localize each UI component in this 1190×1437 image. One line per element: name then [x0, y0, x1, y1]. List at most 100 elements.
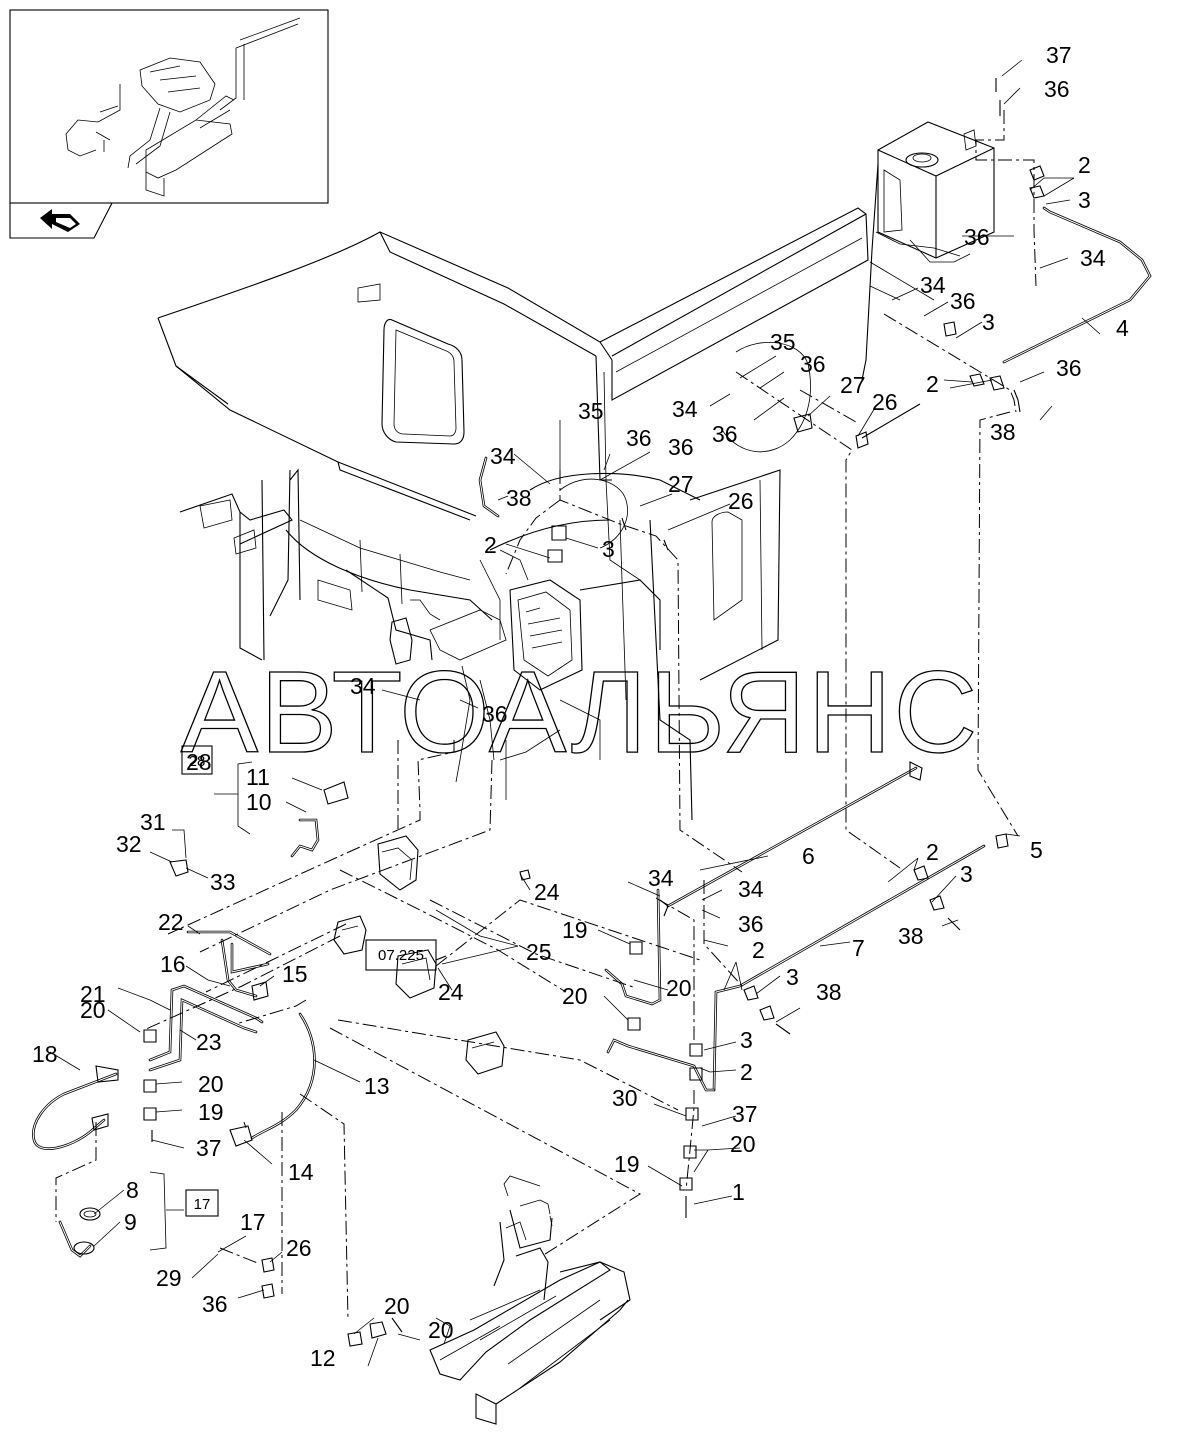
navigation-arrow-button[interactable] — [9, 202, 113, 239]
part-label[interactable]: 20 — [428, 1317, 454, 1343]
part-label[interactable]: 3 — [740, 1027, 753, 1053]
part-label[interactable]: 34 — [490, 443, 516, 469]
part-label[interactable]: 15 — [282, 961, 308, 987]
part-label[interactable]: 2 — [752, 937, 765, 963]
reference-box-label: 07.225 — [378, 947, 424, 964]
part-label[interactable]: 20 — [198, 1071, 224, 1097]
part-label[interactable]: 34 — [738, 876, 764, 902]
part-label[interactable]: 36 — [1056, 355, 1082, 381]
group-box-17[interactable]: 17 — [185, 1189, 219, 1217]
part-label[interactable]: 26 — [872, 389, 898, 415]
part-label[interactable]: 35 — [578, 398, 604, 424]
part-label[interactable]: 28 — [186, 749, 212, 775]
part-label[interactable]: 36 — [738, 911, 764, 937]
part-label[interactable]: 2 — [740, 1059, 753, 1085]
part-label[interactable]: 2 — [1078, 152, 1091, 178]
part-label[interactable]: 20 — [562, 983, 588, 1009]
part-label[interactable]: 36 — [626, 425, 652, 451]
part-label[interactable]: 11 — [246, 764, 270, 790]
group-box-28-label: 28 — [189, 753, 206, 770]
part-label[interactable]: 35 — [770, 329, 796, 355]
part-label[interactable]: 18 — [32, 1041, 58, 1067]
part-label[interactable]: 34 — [1080, 245, 1106, 271]
part-label[interactable]: 34 — [672, 396, 698, 422]
part-label[interactable]: 37 — [732, 1101, 758, 1127]
part-label[interactable]: 24 — [438, 979, 464, 1005]
part-label[interactable]: 19 — [198, 1099, 224, 1125]
part-label[interactable]: 3 — [786, 964, 799, 990]
part-label[interactable]: 2 — [926, 839, 939, 865]
part-label[interactable]: 4 — [1116, 315, 1129, 341]
part-label[interactable]: 20 — [666, 975, 692, 1001]
part-label[interactable]: 7 — [852, 935, 865, 961]
part-label[interactable]: 22 — [158, 909, 184, 935]
part-label[interactable]: 19 — [614, 1151, 640, 1177]
part-label[interactable]: 36 — [800, 351, 826, 377]
part-label[interactable]: 26 — [286, 1235, 312, 1261]
part-label[interactable]: 32 — [116, 831, 142, 857]
part-label[interactable]: 36 — [202, 1291, 228, 1317]
reference-box[interactable] — [365, 939, 437, 971]
part-label[interactable]: 37 — [196, 1135, 222, 1161]
part-label[interactable]: 34 — [920, 272, 946, 298]
part-label[interactable]: 38 — [898, 923, 924, 949]
part-label[interactable]: 19 — [562, 917, 588, 943]
part-label[interactable]: 26 — [728, 488, 754, 514]
part-label[interactable]: 23 — [196, 1029, 222, 1055]
part-label[interactable]: 33 — [210, 869, 236, 895]
part-label[interactable]: 14 — [288, 1159, 314, 1185]
part-label[interactable]: 30 — [612, 1085, 638, 1111]
part-label[interactable]: 2 — [926, 371, 939, 397]
thumbnail-overview[interactable] — [9, 9, 329, 204]
group-box-28[interactable]: 28 — [181, 745, 213, 775]
part-label[interactable]: 3 — [1078, 187, 1091, 213]
part-label[interactable]: 38 — [506, 485, 532, 511]
part-label[interactable]: 17 — [240, 1209, 266, 1235]
part-label[interactable]: 20 — [730, 1131, 756, 1157]
part-label[interactable]: 24 — [534, 879, 560, 905]
connection-lines — [55, 110, 1037, 1321]
navigation-arrow-icon — [40, 209, 80, 232]
watermark: АВТОАЛЬЯНС — [181, 647, 980, 777]
part-label[interactable]: 37 — [1046, 42, 1072, 68]
part-label[interactable]: 38 — [816, 979, 842, 1005]
part-label[interactable]: 29 — [156, 1265, 182, 1291]
part-label[interactable]: 3 — [960, 861, 973, 887]
part-label[interactable]: 36 — [712, 421, 738, 447]
part-label[interactable]: 21 — [80, 981, 106, 1007]
part-label[interactable]: 3 — [602, 536, 615, 562]
machine-body-outline — [157, 121, 995, 821]
part-label[interactable]: 36 — [668, 434, 694, 460]
part-label[interactable]: 34 — [648, 865, 674, 891]
part-label[interactable]: 36 — [964, 224, 990, 250]
part-label[interactable]: 5 — [1030, 837, 1043, 863]
part-label[interactable]: 9 — [124, 1209, 137, 1235]
part-label[interactable]: 31 — [140, 809, 166, 835]
group-box-17-label: 17 — [194, 1196, 211, 1213]
part-label[interactable]: 25 — [526, 939, 552, 965]
part-label[interactable]: 3 — [982, 309, 995, 335]
part-label[interactable]: 12 — [310, 1345, 336, 1371]
part-label[interactable]: 36 — [950, 288, 976, 314]
part-label[interactable]: 2 — [484, 532, 497, 558]
part-label[interactable]: 27 — [840, 372, 866, 398]
part-label[interactable]: 20 — [384, 1293, 410, 1319]
part-label[interactable]: 36 — [482, 701, 508, 727]
part-label[interactable]: 6 — [802, 843, 815, 869]
leader-lines — [49, 59, 1101, 1367]
part-label[interactable]: 16 — [160, 951, 186, 977]
part-label[interactable]: 20 — [80, 997, 106, 1023]
part-label[interactable]: 27 — [668, 471, 694, 497]
part-label[interactable]: 13 — [364, 1073, 390, 1099]
part-label[interactable]: 34 — [350, 673, 376, 699]
part-label[interactable]: 38 — [990, 419, 1016, 445]
part-label[interactable]: 36 — [1044, 76, 1070, 102]
hydraulic-pipes — [32, 206, 1152, 1258]
part-label[interactable]: 10 — [246, 789, 272, 815]
part-label[interactable]: 1 — [732, 1179, 745, 1205]
loader-arm-assembly — [429, 1175, 631, 1425]
part-label[interactable]: 8 — [126, 1177, 139, 1203]
